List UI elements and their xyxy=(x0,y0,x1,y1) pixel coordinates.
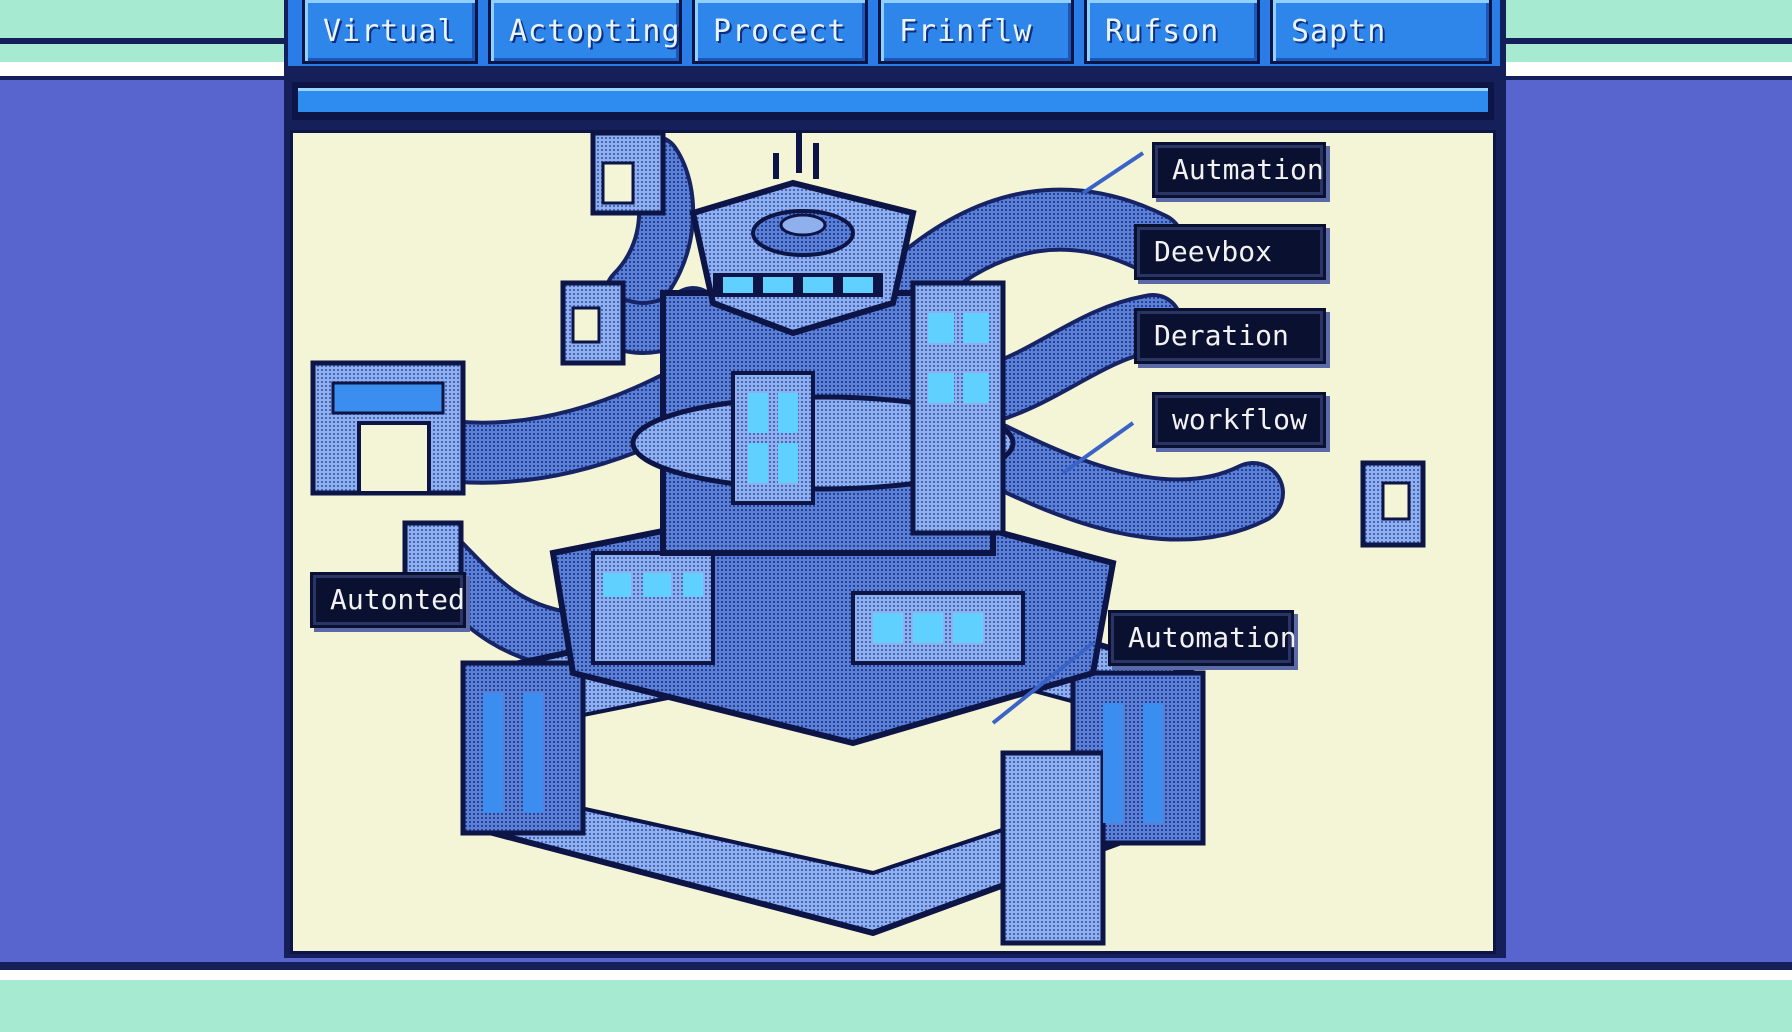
label-deevbox: Deevbox xyxy=(1137,227,1323,277)
label-automation-bottom: Automation xyxy=(1111,613,1297,663)
address-bar-field[interactable] xyxy=(298,88,1488,112)
ports xyxy=(310,133,1426,606)
tab-rufson[interactable]: Rufson xyxy=(1084,0,1260,64)
label-workflow: workflow xyxy=(1155,395,1323,445)
address-bar[interactable] xyxy=(292,82,1494,120)
label-autmation: Autmation xyxy=(1155,145,1324,195)
tab-actopting[interactable]: Actopting xyxy=(488,0,682,64)
tab-virtual[interactable]: Virtual xyxy=(302,0,478,64)
central-tower xyxy=(630,133,1016,556)
tab-bar: Virtual Actopting Procect Frinflw Rufson… xyxy=(288,0,1500,66)
isometric-structure-diagram xyxy=(310,133,1426,946)
label-deration: Deration xyxy=(1137,311,1323,361)
app-window: Virtual Actopting Procect Frinflw Rufson… xyxy=(284,0,1506,958)
bottom-band xyxy=(0,962,1792,1032)
tab-procect[interactable]: Procect xyxy=(692,0,868,64)
tab-saptn[interactable]: Saptn xyxy=(1270,0,1492,64)
label-connectors xyxy=(991,151,1145,725)
tab-frinflw[interactable]: Frinflw xyxy=(878,0,1074,64)
label-autonted: Autonted xyxy=(313,575,465,625)
diagram-canvas: Autmation Deevbox Deration workflow Auto… xyxy=(290,130,1496,954)
